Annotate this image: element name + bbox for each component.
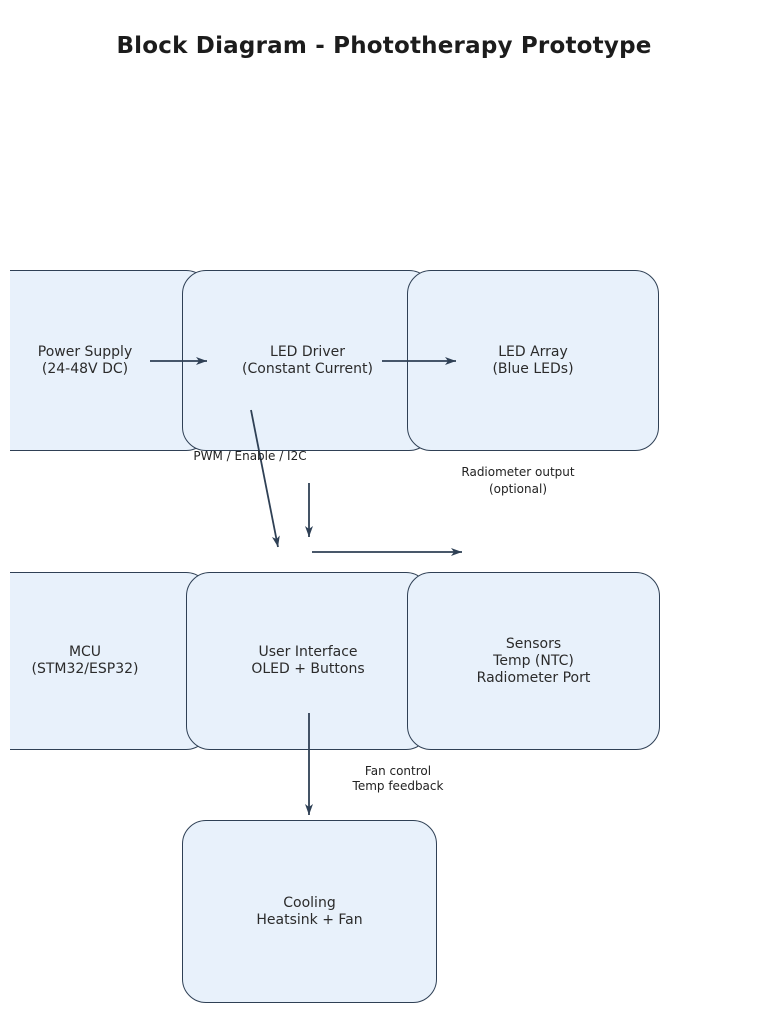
node-user-interface-line2: OLED + Buttons xyxy=(251,661,365,677)
node-led-array: LED Array (Blue LEDs) xyxy=(407,270,659,451)
node-led-array-line1: LED Array xyxy=(498,343,568,360)
node-power-supply-line2: (24-48V DC) xyxy=(41,360,129,377)
node-user-interface: User Interface OLED + Buttons xyxy=(186,572,430,750)
diagram-title: Block Diagram - Phototherapy Prototype xyxy=(116,33,652,59)
node-sensors-line1: Sensors xyxy=(505,635,562,652)
node-mcu: MCU (STM32/ESP32) xyxy=(10,572,210,750)
node-sensors-line2: Temp (NTC) xyxy=(493,652,574,669)
node-power-supply-line1: Power Supply xyxy=(37,343,133,360)
diagram-canvas: Power Supply (24-48V DC) LED Driver (Con… xyxy=(10,0,768,1024)
node-cooling: Cooling Heatsink + Fan xyxy=(182,820,437,1003)
edge-label-fan-line2: Temp feedback xyxy=(352,779,444,793)
node-user-interface-line1: User Interface xyxy=(258,644,358,660)
node-led-array-line2: (Blue LEDs) xyxy=(492,360,574,377)
edge-label-radiometer-line2: (optional) xyxy=(489,482,547,496)
node-mcu-line2: (STM32/ESP32) xyxy=(31,661,139,677)
edge-label-fan-line1: Fan control xyxy=(364,764,432,778)
edge-label-fan-control: Fan control Temp feedback xyxy=(353,764,444,794)
node-led-driver: LED Driver (Constant Current) xyxy=(182,270,433,451)
node-mcu-line1: MCU xyxy=(68,644,102,660)
node-sensors-line3: Radiometer Port xyxy=(476,669,591,686)
node-led-driver-line1: LED Driver xyxy=(270,343,345,360)
node-cooling-line1: Cooling xyxy=(283,894,336,911)
node-sensors: Sensors Temp (NTC) Radiometer Port xyxy=(407,572,660,750)
node-led-driver-line2: (Constant Current) xyxy=(242,360,373,377)
edge-label-radiometer-line1: Radiometer output xyxy=(461,465,575,479)
edge-label-radiometer-output: Radiometer output (optional) xyxy=(461,464,574,498)
node-power-supply: Power Supply (24-48V DC) xyxy=(10,270,210,451)
node-cooling-line2: Heatsink + Fan xyxy=(256,911,363,928)
edge-label-pwm-enable-i2c: PWM / Enable / I2C xyxy=(193,449,306,463)
edge-label-pwm-line1: PWM / Enable / I2C xyxy=(193,449,307,463)
